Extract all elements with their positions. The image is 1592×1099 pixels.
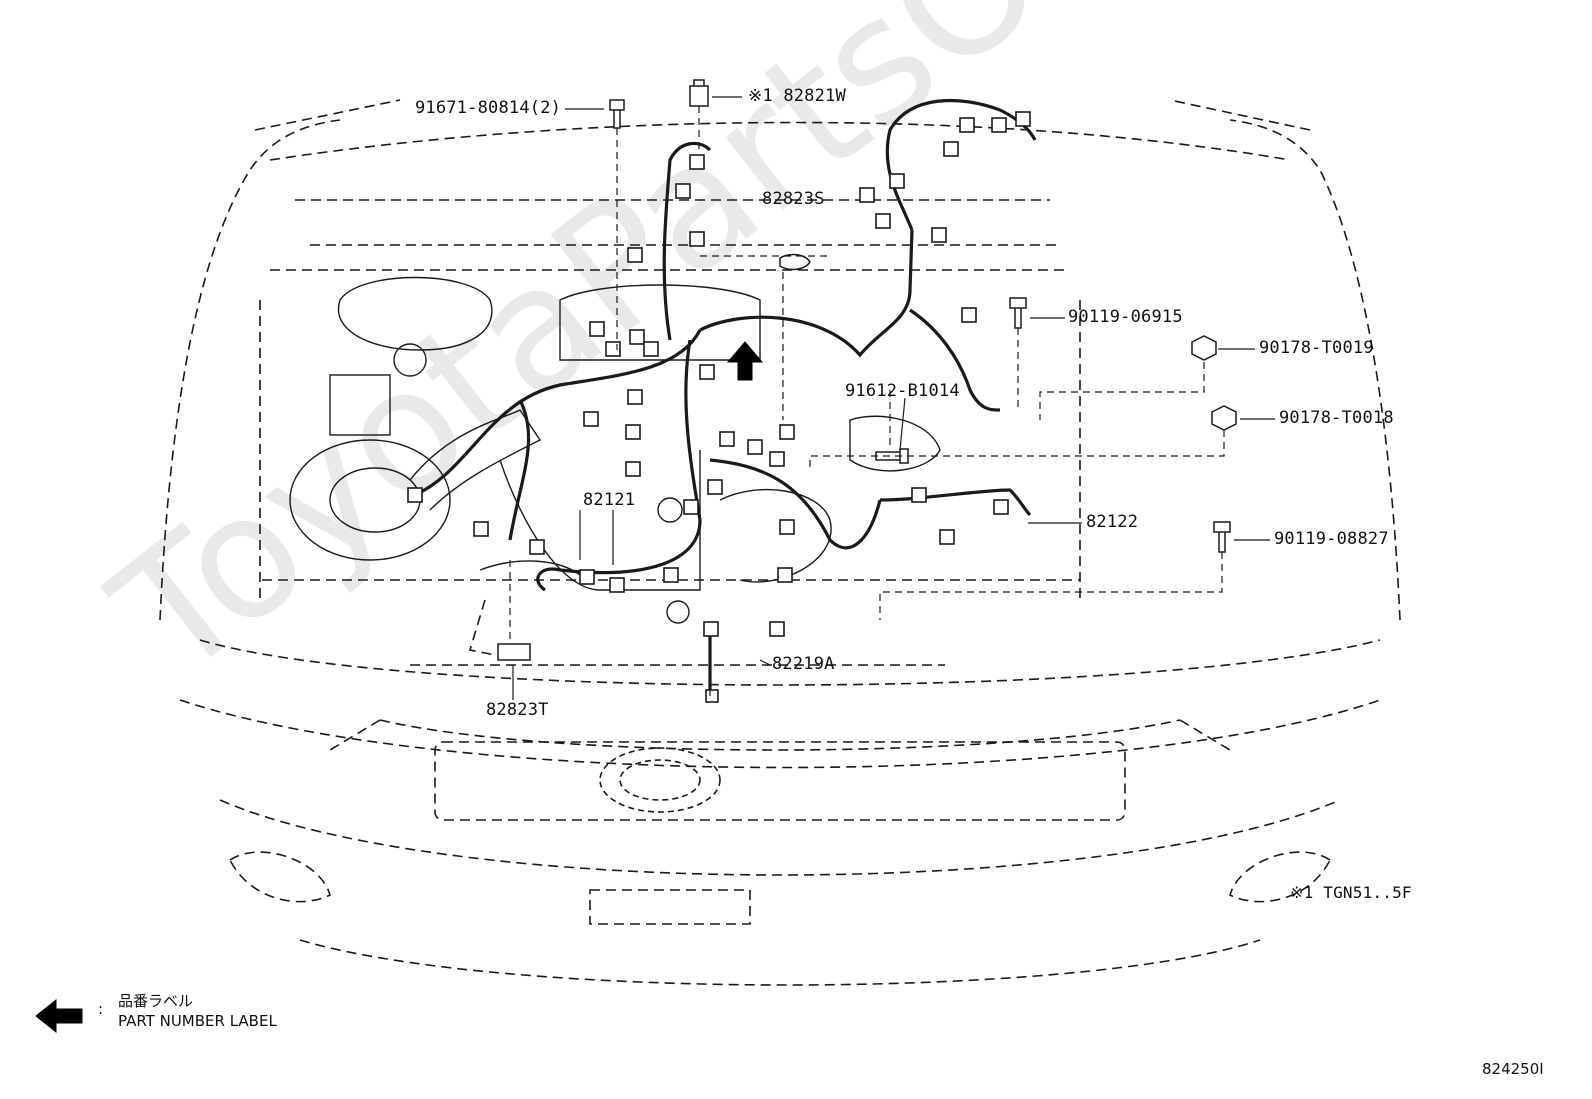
legend-arrow-icon bbox=[35, 998, 83, 1034]
connectors bbox=[407, 111, 1031, 703]
part-label-82122[interactable]: 82122 bbox=[1086, 512, 1139, 532]
figure-id: 824250I bbox=[1482, 1060, 1544, 1078]
grille-emblem bbox=[599, 747, 721, 813]
dashed-leaders bbox=[509, 106, 1225, 700]
vehicle-outline bbox=[159, 99, 1401, 986]
part-label-90178-t0018[interactable]: 90178-T0018 bbox=[1279, 408, 1394, 428]
nut-icon-90178-t0018 bbox=[1211, 405, 1237, 431]
part-label-90178-t0019[interactable]: 90178-T0019 bbox=[1259, 338, 1374, 358]
part-label-90119-06915[interactable]: 90119-06915 bbox=[1068, 307, 1183, 327]
legend-label-en: PART NUMBER LABEL bbox=[118, 1012, 277, 1030]
bolt-icon-91671 bbox=[609, 99, 625, 129]
part-label-82121[interactable]: 82121 bbox=[583, 490, 636, 510]
clip-icon-82821w bbox=[689, 79, 709, 107]
leader-lines bbox=[512, 96, 1275, 700]
part-label-91612-b1014[interactable]: 91612-B1014 bbox=[845, 381, 960, 401]
part-label-91671-80814[interactable]: 91671-80814(2) bbox=[415, 98, 562, 118]
part-label-82823t[interactable]: 82823T bbox=[486, 700, 549, 720]
legend-separator: : bbox=[98, 1000, 104, 1018]
model-note: ※1 TGN51..5F bbox=[1290, 883, 1412, 902]
bolt-icon-90119-08827 bbox=[1213, 521, 1231, 553]
nut-icon-90178-t0019 bbox=[1191, 335, 1217, 361]
clip-icon-82823t bbox=[497, 643, 531, 661]
part-label-90119-08827[interactable]: 90119-08827 bbox=[1274, 529, 1389, 549]
engine-components bbox=[289, 276, 941, 624]
part-label-82219a[interactable]: 82219A bbox=[772, 654, 835, 674]
bolt-icon-91612 bbox=[875, 448, 909, 464]
bolt-icon-90119-06915 bbox=[1009, 297, 1027, 329]
part-number-label-arrow-on-engine bbox=[726, 341, 764, 381]
part-label-82821w[interactable]: ※1 82821W bbox=[748, 86, 846, 106]
fasteners bbox=[497, 79, 1237, 661]
clip-icon-82823s bbox=[779, 253, 811, 271]
legend-label-jp: 品番ラベル bbox=[118, 992, 194, 1010]
part-label-82823s[interactable]: 82823S bbox=[762, 189, 825, 209]
